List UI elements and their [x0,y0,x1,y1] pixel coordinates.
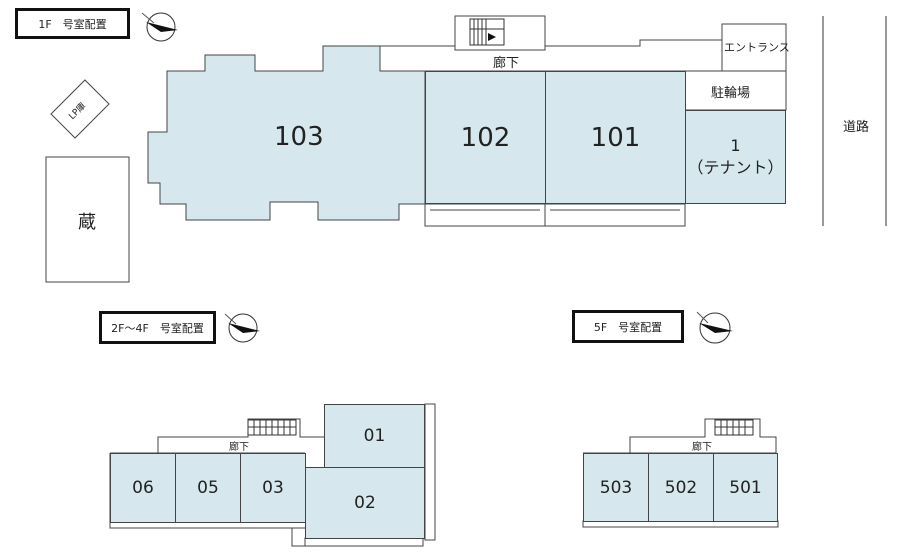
room-02: 02 [305,467,425,539]
stair-icon [247,419,297,436]
compass-icon [696,311,733,344]
floor2-4-badge: 2F～4F 号室配置 [99,311,216,344]
stair-icon [469,18,505,46]
room-502: 502 [648,453,714,522]
floor1-badge: 1F 号室配置 [15,8,130,39]
road-label: 道路 [843,120,870,135]
room-06: 06 [110,453,176,523]
room-02-label: 02 [354,493,376,513]
room-503: 503 [583,453,649,522]
room-101: 101 [545,71,686,204]
stair-icon [714,419,754,436]
floor5-badge: 5F 号室配置 [572,310,684,343]
room-102: 102 [425,71,546,204]
room-103-label: 103 [274,122,324,152]
bicycle-parking-label: 駐輪場 [711,86,751,101]
entrance-label: エントランス [724,41,790,54]
compass-icon [141,12,178,42]
storehouse-label: 蔵 [78,212,96,233]
room-502-label: 502 [664,477,698,498]
compass-icon [224,313,260,343]
room-tenant: 1 （テナント） [685,110,786,204]
room-501: 501 [713,453,778,522]
room-03-label: 03 [262,478,284,498]
floor2-4-corridor-label: 廊下 [229,442,249,453]
room-05: 05 [175,453,241,523]
room-05-label: 05 [197,478,219,498]
room-102-label: 102 [460,122,511,153]
floor1-corridor-label: 廊下 [493,56,520,71]
room-06-label: 06 [132,478,154,498]
tenant-number: 1 [730,136,741,155]
room-01-label: 01 [363,426,386,446]
room-503-label: 503 [599,477,633,498]
tenant-label: （テナント） [687,158,784,177]
floor5-corridor-label: 廊下 [692,442,712,453]
room-501-label: 501 [729,477,762,498]
room-101-label: 101 [590,122,641,153]
